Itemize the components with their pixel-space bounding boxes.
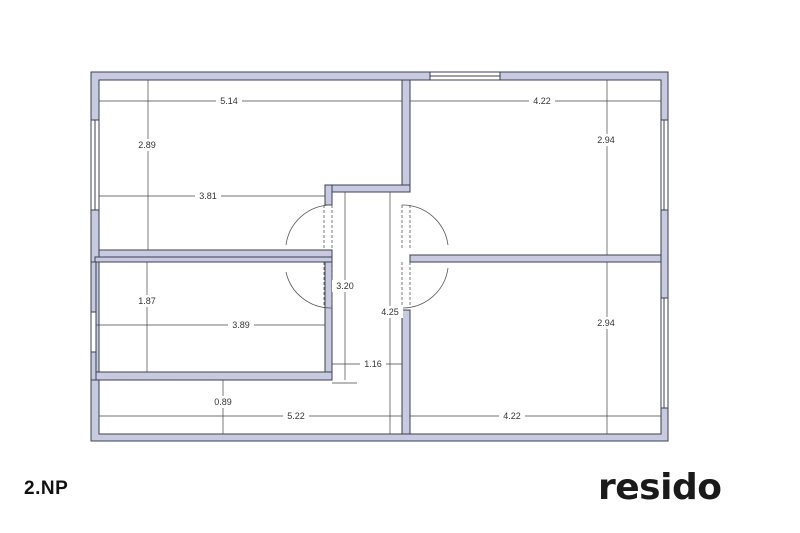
door-bottom-right (401, 262, 449, 309)
dim-top-left-width: 5.14 (220, 96, 238, 106)
door-top-left (285, 204, 333, 250)
interior-walls (90, 79, 662, 435)
door-top-right (401, 204, 449, 250)
wall-corridor-top-left (324, 184, 333, 206)
dim-mid-left-width: 3.89 (232, 320, 250, 330)
dim-corridor-length: 3.20 (336, 281, 354, 291)
wall-vertical-top-center (401, 79, 411, 193)
wall-corridor-top (324, 184, 411, 193)
dim-top-right-height: 2.94 (597, 135, 615, 145)
windows (90, 71, 669, 409)
dim-top-left-height: 2.89 (138, 140, 156, 150)
dim-bottom-left-height: 0.89 (214, 397, 232, 407)
wall-mid-left-top (94, 256, 333, 263)
dimension-labels: 5.14 2.89 3.81 4.22 2.94 1.87 3.89 3.20 … (134, 95, 619, 422)
dim-mid-left-height: 1.87 (138, 296, 156, 306)
wall-right-middle (409, 254, 662, 263)
window-left-mid (90, 311, 97, 353)
wall-mid-left-bottom (94, 371, 333, 381)
dim-top-right-width: 4.22 (533, 96, 551, 106)
floor-label: 2.NP (24, 478, 69, 499)
dim-corridor-width: 1.16 (364, 359, 382, 369)
wall-vertical-bottom-center (401, 309, 411, 435)
doors (285, 204, 449, 309)
dim-top-left-inner: 3.81 (199, 191, 217, 201)
dim-right-length: 4.25 (381, 307, 399, 317)
wall-top-left-bottom (98, 249, 333, 258)
brand-logo: resido (598, 467, 722, 508)
dim-bottom-right-height: 2.94 (597, 318, 615, 328)
wall-mid-left-right (324, 261, 333, 373)
dim-bottom-right-width: 4.22 (503, 411, 521, 421)
dim-bottom-left-width: 5.22 (287, 411, 305, 421)
